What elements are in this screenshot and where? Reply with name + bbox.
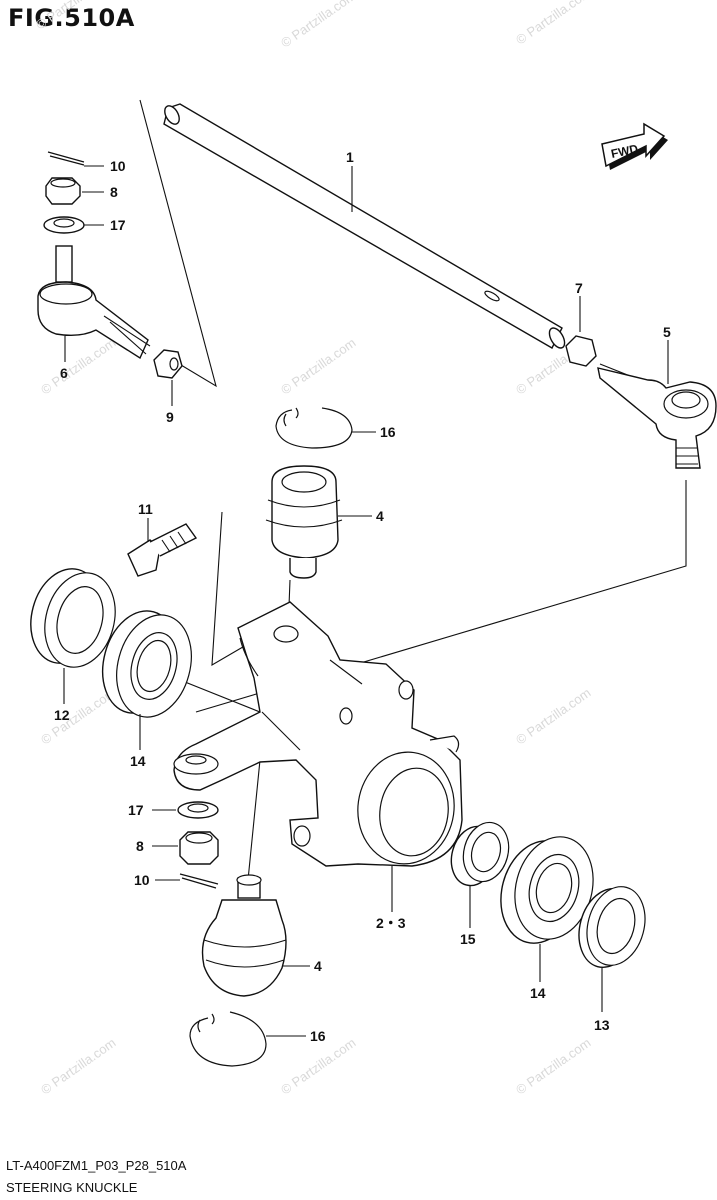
watermark: © Partzilla.com bbox=[513, 685, 593, 748]
watermark: © Partzilla.com bbox=[38, 1035, 118, 1098]
tie-rod-part bbox=[163, 103, 566, 349]
callout-1: 1 bbox=[346, 149, 354, 165]
ball-joint-lower-part bbox=[201, 874, 287, 997]
watermark: © Partzilla.com bbox=[38, 335, 118, 398]
bearing-left-part bbox=[102, 610, 192, 718]
fwd-label: FWD bbox=[610, 141, 640, 160]
watermark: © Partzilla.com bbox=[278, 0, 358, 50]
callout-17: 17 bbox=[110, 217, 126, 233]
callout-15: 15 bbox=[460, 931, 476, 947]
washer-part bbox=[43, 216, 85, 234]
cotter-pin-part bbox=[47, 151, 85, 166]
watermark: © Partzilla.com bbox=[278, 1035, 358, 1098]
spacer-sleeve-part bbox=[450, 821, 510, 887]
callout-4: 4 bbox=[376, 508, 384, 524]
circlip-lower-part bbox=[189, 1011, 267, 1067]
callout-10: 10 bbox=[110, 158, 126, 174]
diagram-name: STEERING KNUCKLE bbox=[6, 1180, 138, 1195]
circlip-top-part bbox=[275, 407, 353, 449]
watermark: © Partzilla.com bbox=[513, 0, 593, 47]
callout-2-3: 2・3 bbox=[376, 915, 406, 931]
callout-16: 16 bbox=[380, 424, 396, 440]
callout-17-lower: 17 bbox=[128, 802, 144, 818]
cotter-pin-lower-part bbox=[179, 873, 219, 889]
castle-nut-part bbox=[45, 177, 81, 205]
tie-rod-end-left-part bbox=[37, 245, 151, 360]
callout-14-right: 14 bbox=[530, 985, 546, 1001]
oil-seal-right-part bbox=[578, 886, 646, 969]
washer-lower-part bbox=[177, 801, 219, 819]
oil-seal-left-part bbox=[30, 568, 116, 668]
callout-labels: 1 10 8 17 6 9 7 5 16 4 11 12 14 17 8 10 … bbox=[54, 149, 671, 1044]
flange-bolt-part bbox=[127, 523, 198, 577]
watermark: © Partzilla.com bbox=[513, 1035, 593, 1098]
figure-title: FIG.510A bbox=[8, 4, 135, 32]
bearing-right-part bbox=[500, 836, 594, 944]
watermark: © Partzilla.com bbox=[278, 335, 358, 398]
diagram-code: LT-A400FZM1_P03_P28_510A bbox=[6, 1158, 187, 1173]
callout-7: 7 bbox=[575, 280, 583, 296]
ball-joint-top-part bbox=[265, 465, 343, 579]
callout-14: 14 bbox=[130, 753, 146, 769]
callout-16-lower: 16 bbox=[310, 1028, 326, 1044]
callout-13: 13 bbox=[594, 1017, 610, 1033]
hex-nut-part bbox=[153, 349, 183, 379]
callout-8: 8 bbox=[110, 184, 118, 200]
hex-nut-right-part bbox=[565, 335, 597, 367]
callout-9: 9 bbox=[166, 409, 174, 425]
castle-nut-lower-part bbox=[179, 831, 219, 865]
callout-12: 12 bbox=[54, 707, 70, 723]
callout-5: 5 bbox=[663, 324, 671, 340]
fwd-arrow-badge: FWD bbox=[601, 122, 668, 170]
watermark: © Partzilla.com bbox=[38, 685, 118, 748]
watermark: © Partzilla.com bbox=[33, 0, 113, 32]
callout-11: 11 bbox=[138, 501, 153, 517]
tie-rod-end-right-part bbox=[597, 363, 717, 469]
callout-10-lower: 10 bbox=[134, 872, 150, 888]
steering-knuckle-part bbox=[173, 601, 463, 867]
callout-4-lower: 4 bbox=[314, 958, 322, 974]
callout-6: 6 bbox=[60, 365, 68, 381]
callout-8-lower: 8 bbox=[136, 838, 144, 854]
leader-lines bbox=[63, 165, 669, 1037]
